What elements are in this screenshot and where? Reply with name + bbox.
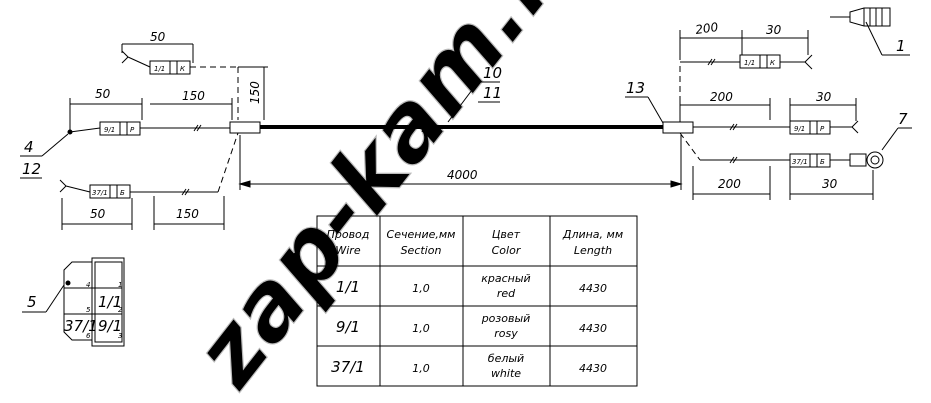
row-3-color-en: white: [491, 367, 521, 380]
callout-11: 11: [483, 84, 502, 102]
header-length-en: Length: [574, 244, 612, 257]
connector-pin-37-1: 37/1: [64, 317, 98, 335]
wire-table: [316, 215, 638, 387]
header-color-en: Color: [492, 244, 522, 257]
marker-bottom-right-num: 37/1: [792, 158, 808, 166]
row-2-wire: 9/1: [336, 318, 360, 336]
dim-right-mid-branch: 30: [816, 90, 832, 104]
dim-right-top-run: 200: [694, 20, 719, 37]
connector-pin-9-1: 9/1: [98, 317, 122, 335]
row-3-wire: 37/1: [331, 358, 365, 376]
dim-overall-length: 4000: [447, 168, 478, 182]
dim-left-top-branch: 50: [150, 30, 166, 44]
row-2-color-ru: розовый: [481, 312, 531, 325]
connector-block: [63, 257, 125, 347]
row-1-wire: 1/1: [336, 278, 360, 296]
callout-4: 4: [24, 138, 34, 156]
dim-right-bottom-branch: 30: [822, 177, 838, 191]
row-3-length: 4430: [579, 362, 607, 375]
connector-slot-5: 5: [86, 306, 91, 314]
row-2-length: 4430: [579, 322, 607, 335]
marker-top-left-num: 1/1: [154, 65, 165, 73]
table-row: 9/1 1,0 розовый rosy 4430: [336, 312, 607, 340]
row-1-section: 1,0: [412, 282, 430, 295]
marker-bottom-right-color: Б: [820, 158, 825, 166]
marker-mid-right-num: 9/1: [794, 125, 805, 133]
row-1-color-en: red: [497, 287, 516, 300]
right-sleeve: [662, 121, 694, 134]
dim-right-bottom-run: 200: [718, 177, 741, 191]
connector-pin-1-1: 1/1: [98, 293, 122, 311]
connector-slot-2: 2: [118, 306, 123, 314]
marker-bottom-left-num: 37/1: [92, 189, 108, 197]
table-row: 1/1 1,0 красный red 4430: [336, 272, 607, 300]
header-wire-ru: Провод: [327, 228, 370, 241]
row-2-color-en: rosy: [494, 327, 518, 340]
marker-top-left-color: К: [180, 65, 186, 73]
marker-mid-left-num: 9/1: [104, 126, 115, 134]
marker-mid-right-color: Р: [820, 125, 825, 133]
callout-1: 1: [896, 37, 906, 55]
callout-12: 12: [22, 160, 41, 178]
connector-slot-6: 6: [86, 332, 91, 340]
row-1-length: 4430: [579, 282, 607, 295]
table-header-row: Провод Wire Сечение,мм Section Цвет Colo…: [327, 228, 624, 257]
marker-top-right-num: 1/1: [744, 59, 755, 67]
marker-mid-left-color: Р: [130, 126, 135, 134]
dim-left-vertical: 150: [248, 81, 262, 104]
header-wire-en: Wire: [335, 244, 360, 257]
marker-top-right-color: К: [770, 59, 776, 67]
connector-slot-1: 1: [118, 281, 122, 289]
header-color-ru: Цвет: [492, 228, 521, 241]
header-section-ru: Сечение,мм: [387, 228, 456, 241]
row-3-section: 1,0: [412, 362, 430, 375]
header-section-en: Section: [401, 244, 442, 257]
dim-left-mid-run: 150: [182, 89, 205, 103]
row-3-color-ru: белый: [488, 352, 524, 365]
row-2-section: 1,0: [412, 322, 430, 335]
connector-slot-3: 3: [118, 332, 122, 340]
row-1-color-ru: красный: [481, 272, 530, 285]
callout-13: 13: [626, 79, 645, 97]
left-sleeve: [229, 121, 261, 134]
table-row: 37/1 1,0 белый white 4430: [331, 352, 607, 380]
break-mark: [421, 121, 429, 133]
header-length-ru: Длина, мм: [562, 228, 623, 241]
callout-7: 7: [898, 110, 908, 128]
dim-right-top-branch: 30: [766, 23, 782, 37]
connector-slot-4: 4: [86, 281, 90, 289]
marker-bottom-left-color: Б: [120, 189, 125, 197]
dim-right-mid-run: 200: [710, 90, 733, 104]
dim-left-mid-branch: 50: [95, 87, 111, 101]
dim-left-bottom-branch: 50: [90, 207, 106, 221]
dim-left-bottom-run: 150: [176, 207, 199, 221]
callout-5: 5: [27, 293, 37, 311]
callout-10: 10: [483, 64, 502, 82]
terminal-icon: [830, 7, 891, 27]
watermark: zap-kam.ru: [172, 0, 617, 403]
